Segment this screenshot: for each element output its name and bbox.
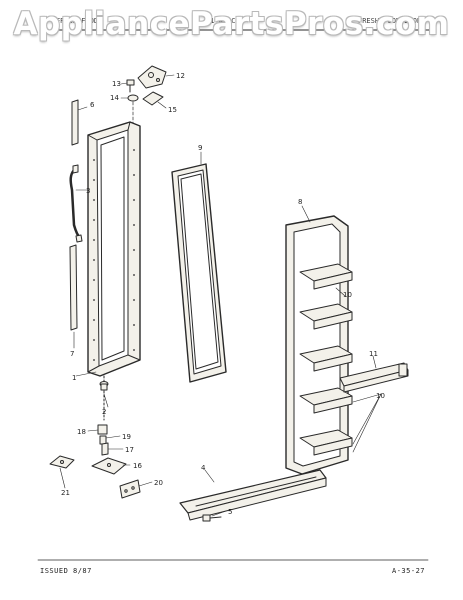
hinge-screw bbox=[126, 79, 135, 93]
lower-hinge-cup bbox=[97, 424, 108, 445]
callout-12: 12 bbox=[176, 72, 185, 80]
callout-21: 21 bbox=[61, 489, 70, 497]
upper-trim-strip bbox=[71, 99, 79, 146]
callout-leader-lines bbox=[59, 74, 382, 517]
header-left-label: FRESH FOOD bbox=[56, 17, 99, 25]
top-hinge-bracket bbox=[137, 65, 167, 89]
header-model-label: D1-AB4CL bbox=[206, 17, 240, 25]
callout-17: 17 bbox=[125, 446, 134, 454]
bottom-hinge bbox=[49, 455, 75, 469]
door-handle bbox=[69, 164, 83, 243]
hinge-mounting-plate bbox=[119, 479, 141, 499]
header-section-label: FRESH FOOD DOOR bbox=[358, 17, 422, 25]
callout-9: 9 bbox=[198, 144, 202, 152]
callout-1: 1 bbox=[72, 374, 76, 382]
hinge-shim bbox=[142, 91, 164, 106]
callout-8: 8 bbox=[298, 198, 302, 206]
door-liner bbox=[285, 215, 353, 475]
callout-3: 3 bbox=[86, 187, 90, 195]
callout-10-lower: 10 bbox=[376, 392, 385, 400]
callout-7: 7 bbox=[70, 350, 74, 358]
callout-11: 11 bbox=[369, 350, 378, 358]
callout-16: 16 bbox=[133, 462, 142, 470]
lower-trim-strip bbox=[69, 244, 78, 331]
callout-14: 14 bbox=[110, 94, 119, 102]
breaker-strip-screw bbox=[202, 514, 222, 522]
callout-20: 20 bbox=[154, 479, 163, 487]
issued-date-label: ISSUED 8/87 bbox=[40, 567, 92, 575]
callout-10-upper: 10 bbox=[343, 291, 352, 299]
door-panel-screw-holes bbox=[93, 149, 135, 361]
lower-hinge-pin bbox=[101, 442, 109, 456]
lower-hinge-bracket bbox=[91, 457, 127, 475]
callout-13: 13 bbox=[112, 80, 121, 88]
callout-6: 6 bbox=[90, 101, 95, 109]
callout-19: 19 bbox=[122, 433, 131, 441]
callout-15: 15 bbox=[168, 106, 177, 114]
hinge-bushing bbox=[127, 94, 139, 102]
callout-2: 2 bbox=[102, 408, 106, 416]
door-gasket bbox=[171, 163, 227, 383]
shelf-retainer-rail bbox=[339, 362, 409, 393]
page-code-label: A-35-27 bbox=[392, 567, 426, 575]
callout-4: 4 bbox=[201, 464, 206, 472]
callout-5: 5 bbox=[228, 508, 232, 516]
door-panel bbox=[87, 121, 141, 377]
lower-hinge-bushing bbox=[99, 375, 109, 421]
bottom-breaker-strip bbox=[179, 469, 327, 521]
callout-18: 18 bbox=[77, 428, 86, 436]
